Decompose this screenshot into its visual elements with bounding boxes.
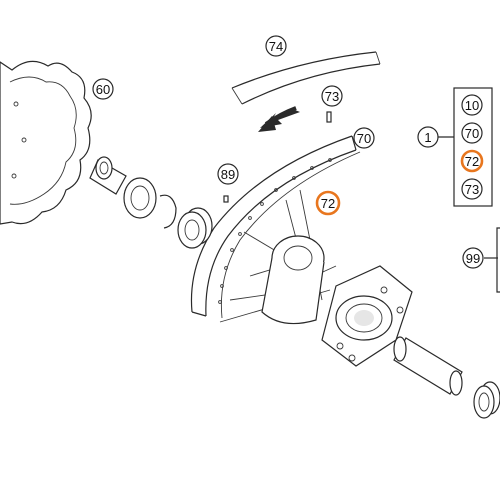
callout-72-label: 72 xyxy=(321,196,335,211)
kit-item-70: 70 xyxy=(465,126,479,141)
callout-74-label: 74 xyxy=(269,39,283,54)
callout-70: 70 xyxy=(353,127,375,149)
left-seal xyxy=(123,177,157,219)
circlip xyxy=(159,194,177,229)
callout-73-label: 73 xyxy=(325,89,339,104)
rotation-arrow-icon xyxy=(258,106,300,132)
rim xyxy=(190,135,361,319)
right-bearing xyxy=(473,381,500,419)
small-screw xyxy=(223,195,229,203)
kit-item-10: 10 xyxy=(465,98,479,113)
kit-item-73: 73 xyxy=(465,182,479,197)
hub xyxy=(261,235,413,367)
brake-disc xyxy=(0,60,92,225)
callout-89-label: 89 xyxy=(221,167,235,182)
kit-item-72-highlight xyxy=(460,149,484,173)
left-spacer xyxy=(89,156,127,195)
callout-72-highlighted: 72 xyxy=(315,190,341,216)
callout-60: 60 xyxy=(92,78,114,100)
left-bearing xyxy=(177,207,213,249)
callout-74: 74 xyxy=(265,35,287,57)
kit-group: 1 10 70 72 73 xyxy=(417,87,493,207)
callout-73: 73 xyxy=(321,85,343,107)
callout-60-label: 60 xyxy=(96,82,110,97)
side-group-99: 99 xyxy=(462,227,500,293)
callout-70-label: 70 xyxy=(357,131,371,146)
kit-label: 1 xyxy=(424,130,431,145)
spacer-tube xyxy=(393,336,463,396)
callout-89: 89 xyxy=(217,163,239,185)
side-group-label: 99 xyxy=(466,251,480,266)
nipple-part xyxy=(326,111,332,123)
rim-tape xyxy=(231,51,381,105)
kit-item-72: 72 xyxy=(465,154,479,169)
